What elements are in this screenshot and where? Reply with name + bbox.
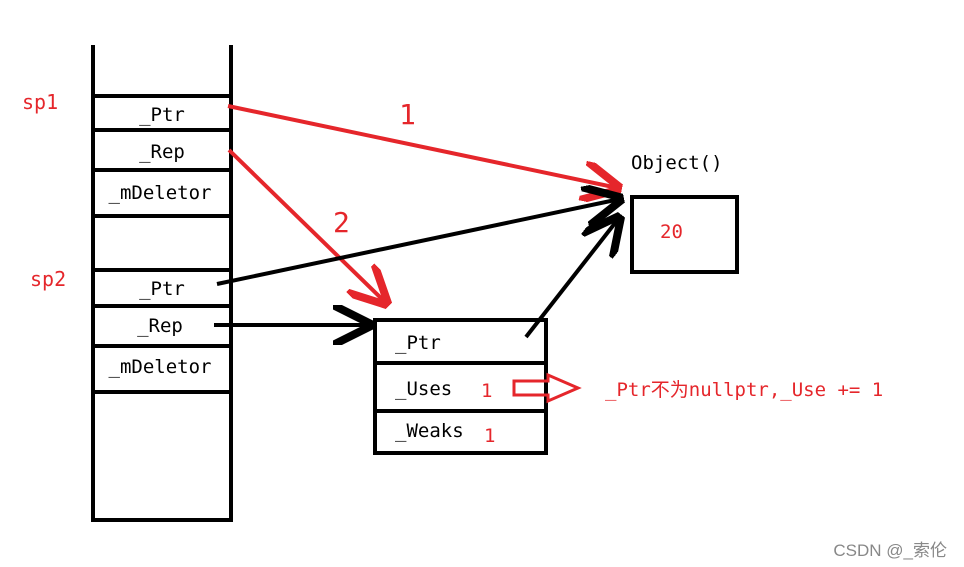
sp2-field-ptr: _Ptr: [139, 278, 185, 300]
sp1-field-rep: _Rep: [139, 141, 185, 163]
rep-field-uses: _Uses: [395, 378, 452, 400]
sp1-label: sp1: [22, 90, 58, 114]
object-title: Object(): [631, 152, 723, 174]
uses-count: 1: [481, 380, 492, 402]
arrow-1-label: 1: [399, 98, 416, 131]
object-box: Object() 20: [630, 152, 739, 274]
object-value: 20: [660, 221, 683, 243]
uses-note: _Ptr不为nullptr,_Use += 1: [605, 379, 883, 401]
arrow-1-sp1-ptr-to-object: [227, 104, 618, 188]
sp2-field-deletor: _mDeletor: [109, 356, 212, 378]
uses-note-arrow: [512, 372, 582, 404]
sp2-label: sp2: [30, 267, 66, 291]
watermark: CSDN @_索伦: [833, 541, 947, 560]
arrow-control-ptr-to-object: [524, 218, 619, 339]
sp2-block: _Ptr _Rep _mDeletor: [91, 268, 233, 394]
sp1-block: _Ptr _Rep _mDeletor: [91, 94, 233, 218]
sp1-field-ptr: _Ptr: [139, 104, 185, 126]
weaks-count: 1: [484, 425, 495, 447]
sp2-field-rep: _Rep: [137, 315, 183, 337]
arrow-sp2-ptr-to-object: [216, 199, 620, 286]
rep-field-ptr: _Ptr: [395, 332, 441, 354]
rep-field-weaks: _Weaks: [395, 420, 464, 442]
arrow-2-sp1-rep-to-control: [227, 148, 386, 303]
sp1-field-deletor: _mDeletor: [109, 182, 212, 204]
arrow-2-label: 2: [333, 206, 350, 239]
rep-control-block: _Ptr _Uses _Weaks 1 1: [373, 318, 548, 455]
